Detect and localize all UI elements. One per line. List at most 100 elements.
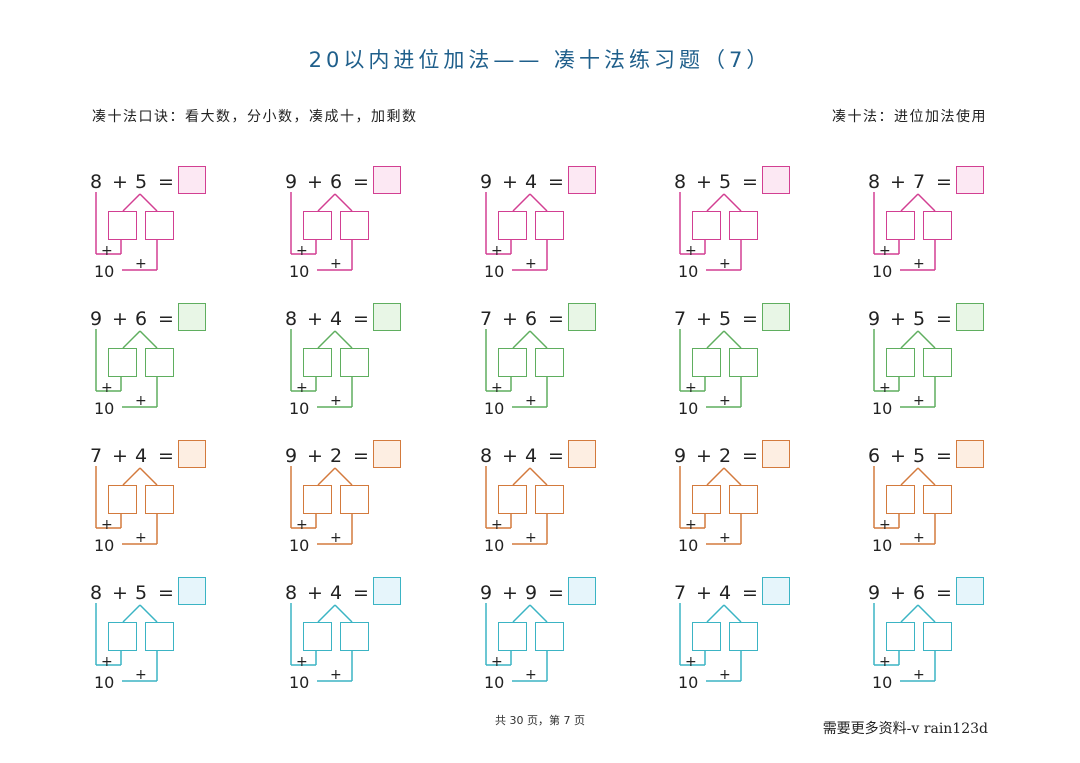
split-box-left[interactable]	[303, 348, 332, 377]
split-box-right[interactable]	[340, 211, 369, 240]
plus-sign-small: +	[330, 667, 342, 683]
split-box-right[interactable]	[340, 485, 369, 514]
answer-box[interactable]	[762, 440, 790, 468]
worksheet-title: 20以内进位加法—— 凑十法练习题（7）	[308, 48, 772, 72]
plus-sign-small: +	[913, 530, 925, 546]
addition-problem: 8+7=++10	[868, 166, 1008, 288]
split-box-left[interactable]	[886, 485, 915, 514]
split-box-right[interactable]	[145, 211, 174, 240]
answer-box[interactable]	[956, 166, 984, 194]
plus-sign-small: +	[296, 243, 308, 259]
answer-box[interactable]	[568, 440, 596, 468]
answer-box[interactable]	[178, 166, 206, 194]
answer-box[interactable]	[373, 303, 401, 331]
ten-label: 10	[289, 536, 310, 555]
decomposition-lines	[679, 603, 742, 682]
answer-box[interactable]	[956, 577, 984, 605]
second-addend: 5	[913, 445, 926, 467]
plus-sign-small: +	[296, 654, 308, 670]
split-box-left[interactable]	[692, 622, 721, 651]
first-addend: 8	[868, 171, 881, 193]
split-box-left[interactable]	[108, 348, 137, 377]
first-addend: 8	[480, 445, 493, 467]
split-box-right[interactable]	[923, 622, 952, 651]
split-box-right[interactable]	[923, 348, 952, 377]
addition-problem: 8+4=++10	[285, 303, 425, 425]
split-box-right[interactable]	[923, 211, 952, 240]
answer-box[interactable]	[178, 440, 206, 468]
equals-sign: =	[548, 582, 564, 604]
split-box-left[interactable]	[108, 485, 137, 514]
plus-sign: +	[307, 308, 323, 330]
answer-box[interactable]	[373, 166, 401, 194]
second-addend: 9	[525, 582, 538, 604]
answer-box[interactable]	[373, 440, 401, 468]
split-box-left[interactable]	[886, 348, 915, 377]
split-box-left[interactable]	[303, 485, 332, 514]
first-addend: 9	[868, 308, 881, 330]
split-box-left[interactable]	[108, 211, 137, 240]
answer-box[interactable]	[762, 303, 790, 331]
split-box-left[interactable]	[886, 211, 915, 240]
answer-box[interactable]	[956, 440, 984, 468]
first-addend: 9	[285, 445, 298, 467]
equals-sign: =	[936, 171, 952, 193]
addition-problem: 9+2=++10	[285, 440, 425, 562]
second-addend: 6	[525, 308, 538, 330]
split-box-left[interactable]	[692, 485, 721, 514]
plus-sign-small: +	[879, 654, 891, 670]
addition-problem: 7+6=++10	[480, 303, 620, 425]
ten-label: 10	[678, 536, 699, 555]
second-addend: 5	[913, 308, 926, 330]
split-box-right[interactable]	[729, 348, 758, 377]
split-box-left[interactable]	[692, 348, 721, 377]
plus-sign: +	[502, 582, 518, 604]
split-box-right[interactable]	[145, 485, 174, 514]
plus-sign: +	[112, 171, 128, 193]
split-box-left[interactable]	[498, 622, 527, 651]
split-box-right[interactable]	[535, 211, 564, 240]
addition-problem: 7+4=++10	[90, 440, 230, 562]
split-box-right[interactable]	[340, 622, 369, 651]
second-addend: 4	[719, 582, 732, 604]
second-addend: 5	[135, 171, 148, 193]
split-box-right[interactable]	[145, 622, 174, 651]
split-box-left[interactable]	[498, 485, 527, 514]
answer-box[interactable]	[762, 166, 790, 194]
split-box-left[interactable]	[303, 211, 332, 240]
addition-problem: 8+4=++10	[480, 440, 620, 562]
split-box-left[interactable]	[498, 211, 527, 240]
first-addend: 9	[480, 171, 493, 193]
answer-box[interactable]	[568, 166, 596, 194]
answer-box[interactable]	[373, 577, 401, 605]
split-box-right[interactable]	[535, 622, 564, 651]
split-box-left[interactable]	[692, 211, 721, 240]
first-addend: 8	[674, 171, 687, 193]
split-box-right[interactable]	[145, 348, 174, 377]
answer-box[interactable]	[568, 303, 596, 331]
answer-box[interactable]	[178, 303, 206, 331]
split-box-right[interactable]	[729, 622, 758, 651]
split-box-left[interactable]	[886, 622, 915, 651]
ten-label: 10	[289, 399, 310, 418]
plus-sign: +	[502, 171, 518, 193]
addition-problem: 9+6=++10	[90, 303, 230, 425]
split-box-left[interactable]	[108, 622, 137, 651]
split-box-right[interactable]	[340, 348, 369, 377]
plus-sign-small: +	[491, 380, 503, 396]
answer-box[interactable]	[956, 303, 984, 331]
answer-box[interactable]	[178, 577, 206, 605]
split-box-left[interactable]	[498, 348, 527, 377]
first-addend: 8	[90, 171, 103, 193]
addition-problem: 9+4=++10	[480, 166, 620, 288]
split-box-right[interactable]	[923, 485, 952, 514]
plus-sign-small: +	[525, 667, 537, 683]
split-box-right[interactable]	[535, 485, 564, 514]
split-box-right[interactable]	[729, 485, 758, 514]
split-box-right[interactable]	[729, 211, 758, 240]
equals-sign: =	[548, 171, 564, 193]
answer-box[interactable]	[568, 577, 596, 605]
answer-box[interactable]	[762, 577, 790, 605]
split-box-right[interactable]	[535, 348, 564, 377]
split-box-left[interactable]	[303, 622, 332, 651]
